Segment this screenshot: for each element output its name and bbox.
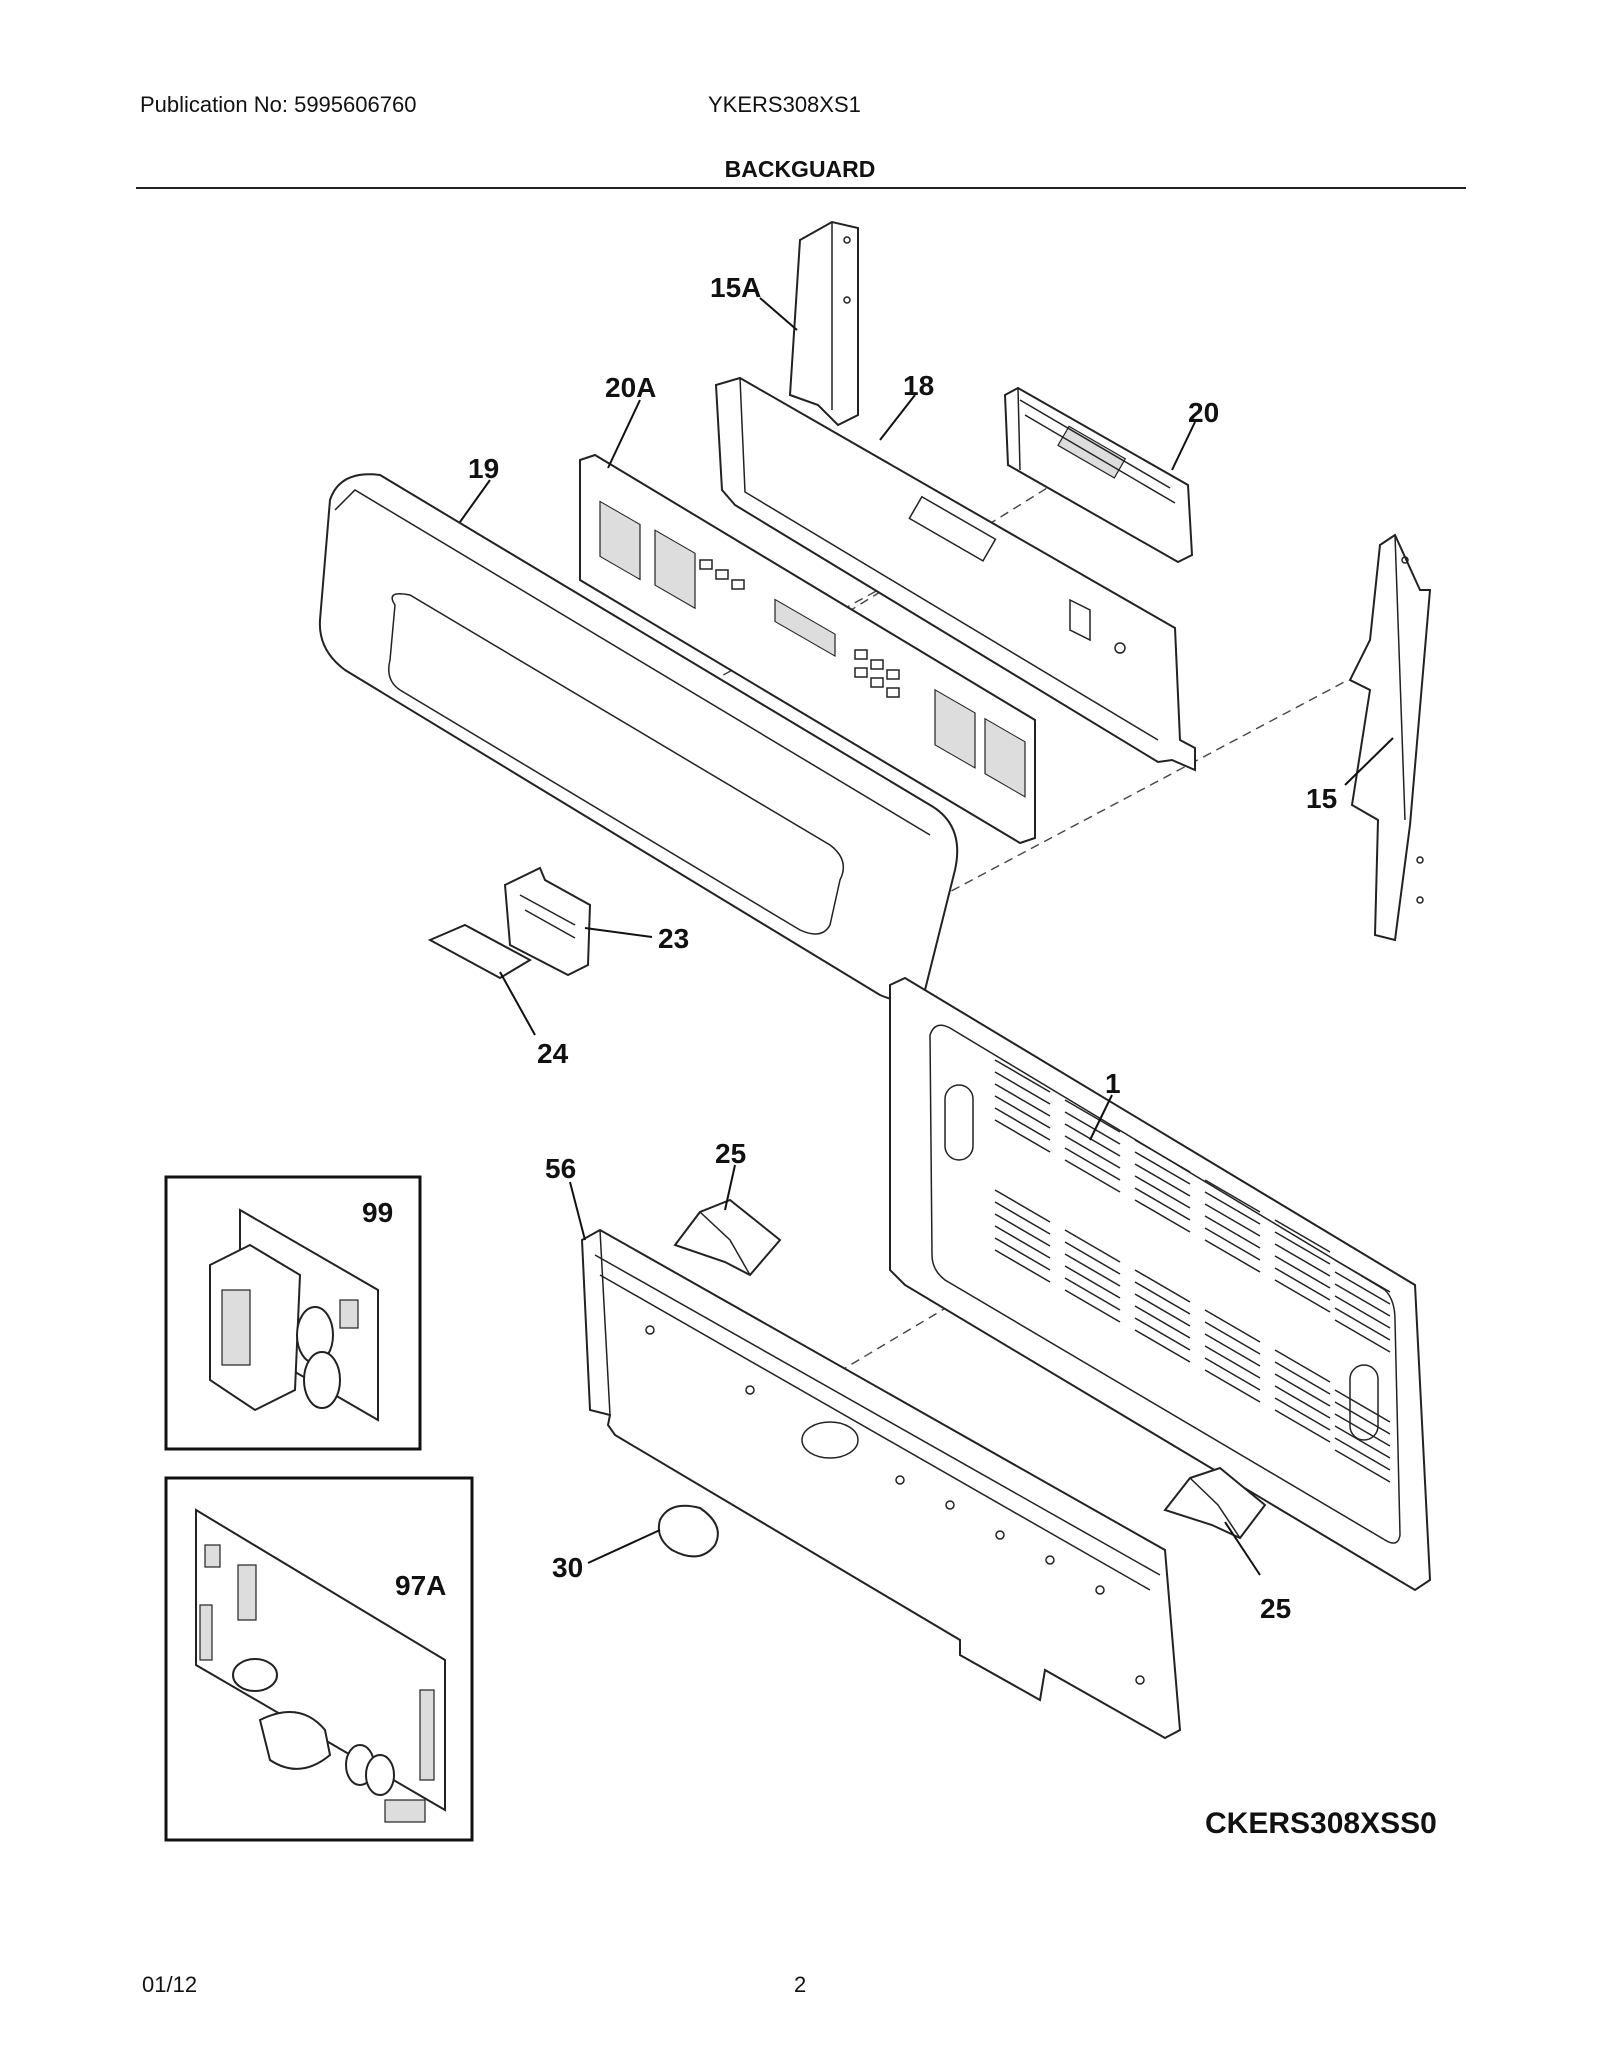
callout-19: 19 xyxy=(468,453,499,484)
part-25-clip-lower xyxy=(1163,1466,1267,1540)
callout-20: 20 xyxy=(1188,397,1219,428)
part-20-control-board xyxy=(1003,386,1194,564)
callout-99: 99 xyxy=(362,1197,393,1228)
header-rule xyxy=(136,187,1466,189)
footer-page-number: 2 xyxy=(794,1972,807,1997)
part-1-rear-panel xyxy=(889,976,1432,1592)
part-56-control-mount xyxy=(580,1228,1182,1740)
section-title: BACKGUARD xyxy=(724,156,876,182)
footer-date: 01/12 xyxy=(142,1972,198,1997)
callout-30: 30 xyxy=(552,1552,583,1583)
callout-20A: 20A xyxy=(605,372,656,403)
diagram-code: CKERS308XSS0 xyxy=(1205,1807,1437,1840)
part-19-backguard-trim xyxy=(318,473,959,1003)
callout-25-upper: 25 xyxy=(715,1138,746,1169)
callout-97A: 97A xyxy=(395,1570,446,1601)
callout-1: 1 xyxy=(1105,1068,1121,1099)
part-20A-overlay-keypad xyxy=(579,453,1036,845)
callout-15A: 15A xyxy=(710,272,761,303)
callout-23: 23 xyxy=(658,923,689,954)
part-30-grommet xyxy=(657,1504,719,1558)
model-number: YKERS308XS1 xyxy=(708,92,861,117)
inset-97A-relay-board xyxy=(164,1476,474,1842)
part-15-end-bracket xyxy=(1348,533,1432,942)
publication-number: Publication No: 5995606760 xyxy=(140,92,417,117)
panel-louvers xyxy=(994,1059,1391,1483)
callout-labels: 15A 20A 18 20 19 15 23 24 1 56 25 99 97A… xyxy=(362,272,1437,1840)
callout-25-lower: 25 xyxy=(1260,1593,1291,1624)
part-23-bracket xyxy=(503,866,592,977)
inset-99-transformer-board xyxy=(164,1175,422,1451)
callout-15: 15 xyxy=(1306,783,1337,814)
callout-18: 18 xyxy=(903,370,934,401)
part-25-clip-upper xyxy=(673,1198,782,1277)
part-15A-end-bracket xyxy=(788,220,859,427)
leader-lines xyxy=(459,297,1394,1576)
callout-56: 56 xyxy=(545,1153,576,1184)
callout-24: 24 xyxy=(537,1038,569,1069)
part-24-cover xyxy=(427,923,533,980)
